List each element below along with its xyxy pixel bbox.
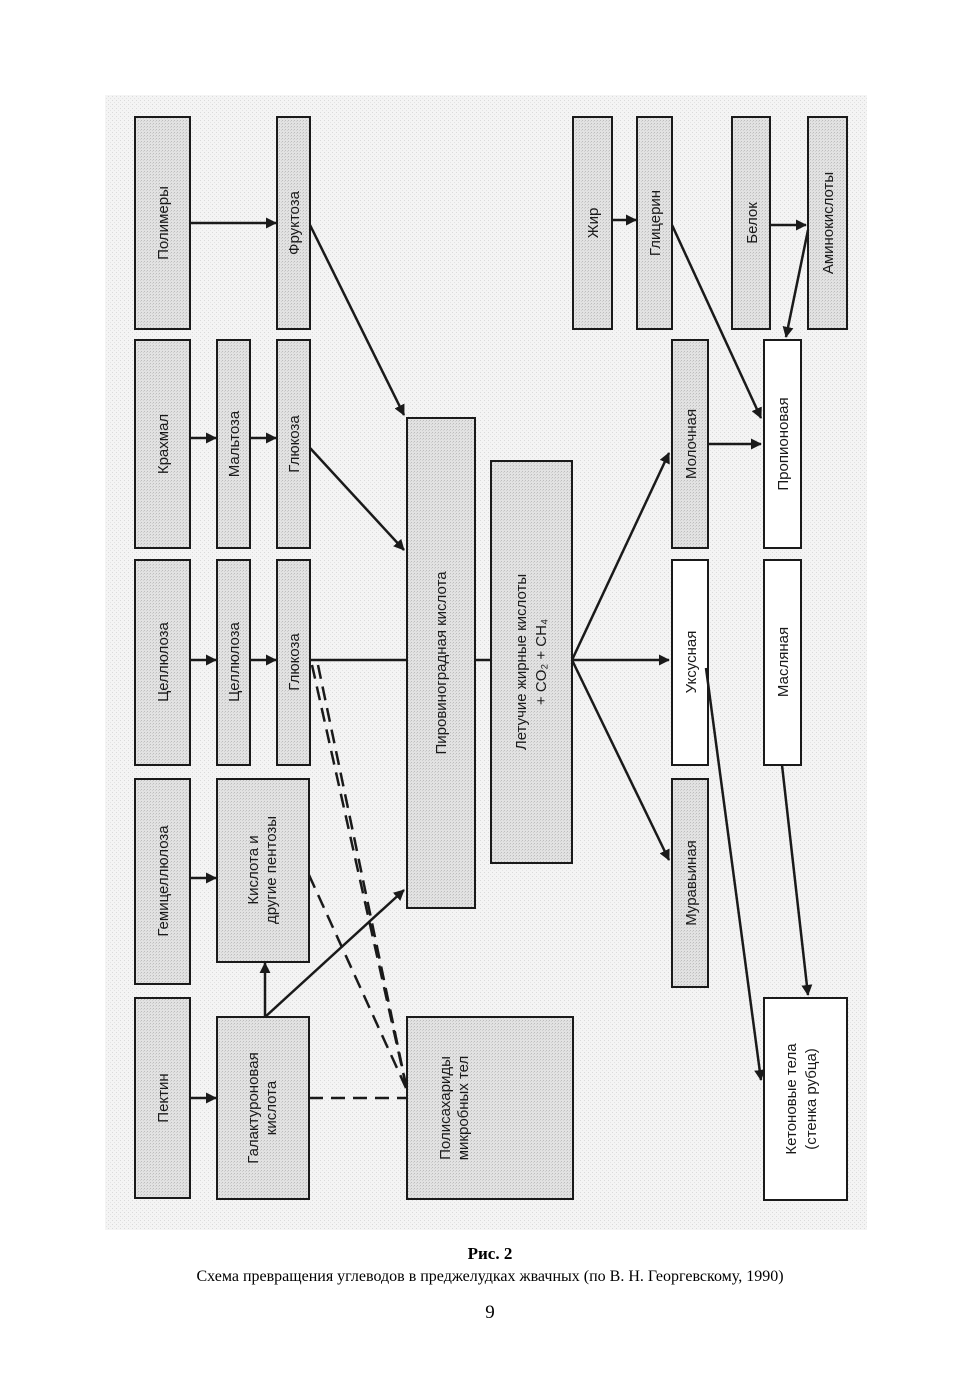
box-aminokisloty: Аминокислоты bbox=[807, 116, 848, 330]
label-propionovaya: Пропионовая bbox=[775, 397, 792, 490]
label-polimery: Полимеры bbox=[155, 186, 172, 260]
label-glyukoza-from-cellulose: Глюкоза bbox=[286, 633, 303, 691]
arrow-uksusnaya-to-ketonovye bbox=[704, 667, 766, 1081]
box-muravinaya: Муравьиная bbox=[671, 778, 709, 988]
label-cellyuloza-source: Целлюлоза bbox=[155, 622, 172, 702]
box-zhir: Жир bbox=[572, 116, 613, 330]
figure-caption-text: Схема превращения углеводов в преджелудк… bbox=[196, 1268, 784, 1285]
arrow-vzhk-to-molochnaya bbox=[570, 452, 671, 661]
label-fruktoza: Фруктоза bbox=[286, 190, 303, 255]
label-vzhk-1: Летучие жирные кислоты bbox=[513, 574, 530, 750]
box-glyukoza-from-cellulose: Глюкоза bbox=[276, 559, 311, 766]
box-belok: Белок bbox=[731, 116, 771, 330]
box-polisakharidy: Полисахариды микробных тел bbox=[406, 1016, 574, 1200]
label-maltoza: Мальтоза bbox=[226, 410, 243, 477]
carbohydrate-conversion-scheme: Пектин Гемицеллюлоза Целлюлоза Крахмал П… bbox=[105, 95, 867, 1230]
page-number: 9 bbox=[485, 1302, 495, 1323]
label-cellyuloza-intermediate: Целлюлоза bbox=[226, 622, 243, 702]
dashed-connectors bbox=[307, 664, 409, 1100]
label-gemicellyuloza: Гемицеллюлоза bbox=[155, 825, 172, 937]
label-polisakharidy-1: Полисахариды bbox=[437, 1056, 454, 1160]
label-kislota-pentozy-1: Кислота и bbox=[245, 835, 262, 904]
label-zhir: Жир bbox=[585, 208, 602, 239]
arrow-vzhk-to-muravinaya bbox=[570, 659, 671, 861]
box-kislota-pentozy: Кислота и другие пентозы bbox=[216, 778, 310, 963]
box-maltoza: Мальтоза bbox=[216, 339, 251, 549]
label-muravinaya: Муравьиная bbox=[683, 840, 700, 926]
box-glicerin: Глицерин bbox=[636, 116, 673, 330]
label-piruvat: Пировиноградная кислота bbox=[433, 571, 450, 755]
box-ketonovye-tela: Кетоновые тела (стенка рубца) bbox=[763, 997, 848, 1201]
box-propionovaya: Пропионовая bbox=[763, 339, 802, 549]
label-galakturonovaya-2: кислота bbox=[263, 1080, 280, 1135]
box-molochnaya: Молочная bbox=[671, 339, 709, 549]
label-polisakharidy-2: микробных тел bbox=[455, 1056, 472, 1161]
arrow-galakturonovaya-to-piruvat bbox=[264, 889, 405, 1018]
arrow-glyukoza-to-piruvat bbox=[309, 447, 405, 551]
label-kislota-pentozy-2: другие пентозы bbox=[263, 816, 280, 924]
label-molochnaya: Молочная bbox=[683, 409, 700, 479]
box-gemicellyuloza: Гемицеллюлоза bbox=[134, 778, 191, 985]
box-pektin: Пектин bbox=[134, 997, 191, 1199]
label-vzhk-2: + CO₂ + CH₄ bbox=[533, 619, 550, 705]
dashed-glyukoza-to-polisakharidy-2 bbox=[316, 664, 409, 1091]
box-maslyanaya: Масляная bbox=[763, 559, 802, 766]
label-aminokisloty: Аминокислоты bbox=[820, 172, 837, 274]
label-galakturonovaya-1: Галактуроновая bbox=[245, 1052, 262, 1163]
figure-caption-title: Рис. 2 bbox=[467, 1244, 513, 1263]
box-letuchie-zhirnye-kisloty: Летучие жирные кислоты + CO₂ + CH₄ bbox=[490, 460, 573, 864]
arrow-aminokisloty-to-propionovaya bbox=[782, 229, 810, 338]
label-ketonovye-1: Кетоновые тела bbox=[783, 1043, 800, 1155]
box-polimery: Полимеры bbox=[134, 116, 191, 330]
label-glyukoza-from-starch: Глюкоза bbox=[286, 415, 303, 473]
label-belok: Белок bbox=[744, 202, 761, 244]
box-cellyuloza-intermediate: Целлюлоза bbox=[216, 559, 251, 766]
box-krakhmal: Крахмал bbox=[134, 339, 191, 549]
connectors bbox=[190, 214, 813, 1104]
label-glicerin: Глицерин bbox=[647, 190, 664, 256]
box-glyukoza-from-starch: Глюкоза bbox=[276, 339, 311, 549]
label-maslyanaya: Масляная bbox=[775, 627, 792, 697]
box-galakturonovaya-kislota: Галактуроновая кислота bbox=[216, 1016, 310, 1200]
arrow-maslyanaya-to-ketonovye bbox=[780, 764, 813, 996]
dashed-pentozy-to-polisakharidy bbox=[307, 874, 409, 1091]
arrow-fruktoza-to-piruvat bbox=[308, 224, 406, 416]
box-fruktoza: Фруктоза bbox=[276, 116, 311, 330]
label-ketonovye-2: (стенка рубца) bbox=[803, 1048, 820, 1150]
label-uksusnaya: Уксусная bbox=[683, 631, 700, 694]
label-pektin: Пектин bbox=[155, 1073, 172, 1122]
box-uksusnaya: Уксусная bbox=[671, 559, 709, 766]
box-piruvat: Пировиноградная кислота bbox=[406, 417, 476, 909]
label-krakhmal: Крахмал bbox=[155, 414, 172, 474]
arrow-glicerin-to-propionovaya bbox=[670, 224, 763, 419]
box-cellyuloza-source: Целлюлоза bbox=[134, 559, 191, 766]
